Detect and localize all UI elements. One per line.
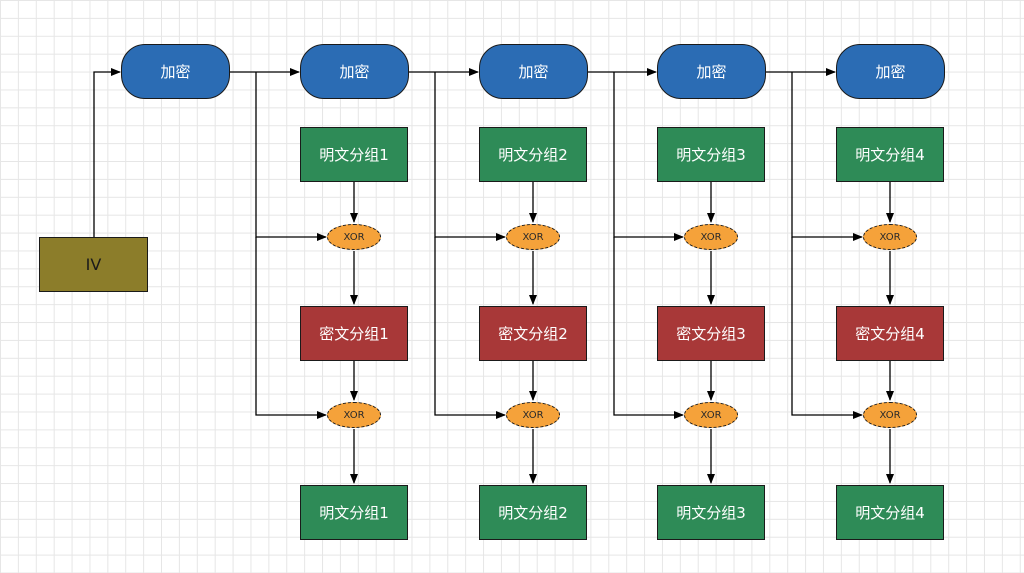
ciphertext-block-1: 密文分组1 [300, 306, 408, 361]
plaintext-block-4: 明文分组4 [836, 127, 944, 182]
ciphertext-block-4: 密文分组4 [836, 306, 944, 361]
ciphertext-block-3: 密文分组3 [657, 306, 765, 361]
xor-node-1a: XOR [327, 224, 381, 250]
plaintext-block-1: 明文分组1 [300, 127, 408, 182]
plaintext-block-2: 明文分组2 [479, 127, 587, 182]
output-block-4: 明文分组4 [836, 485, 944, 540]
ciphertext-block-2: 密文分组2 [479, 306, 587, 361]
xor-node-3a: XOR [684, 224, 738, 250]
connector-iv-to-encrypt [93, 68, 121, 237]
encrypt-block-4: 加密 [836, 44, 945, 99]
xor-node-3b: XOR [684, 402, 738, 428]
xor-node-2b: XOR [506, 402, 560, 428]
plaintext-block-3: 明文分组3 [657, 127, 765, 182]
xor-node-4b: XOR [863, 402, 917, 428]
output-block-1: 明文分组1 [300, 485, 408, 540]
encrypt-block-1: 加密 [300, 44, 409, 99]
encrypt-block-0: 加密 [121, 44, 230, 99]
xor-node-1b: XOR [327, 402, 381, 428]
encrypt-block-2: 加密 [479, 44, 588, 99]
xor-node-2a: XOR [506, 224, 560, 250]
encrypt-block-3: 加密 [657, 44, 766, 99]
iv-block: IV [39, 237, 148, 292]
xor-node-4a: XOR [863, 224, 917, 250]
output-block-3: 明文分组3 [657, 485, 765, 540]
output-block-2: 明文分组2 [479, 485, 587, 540]
